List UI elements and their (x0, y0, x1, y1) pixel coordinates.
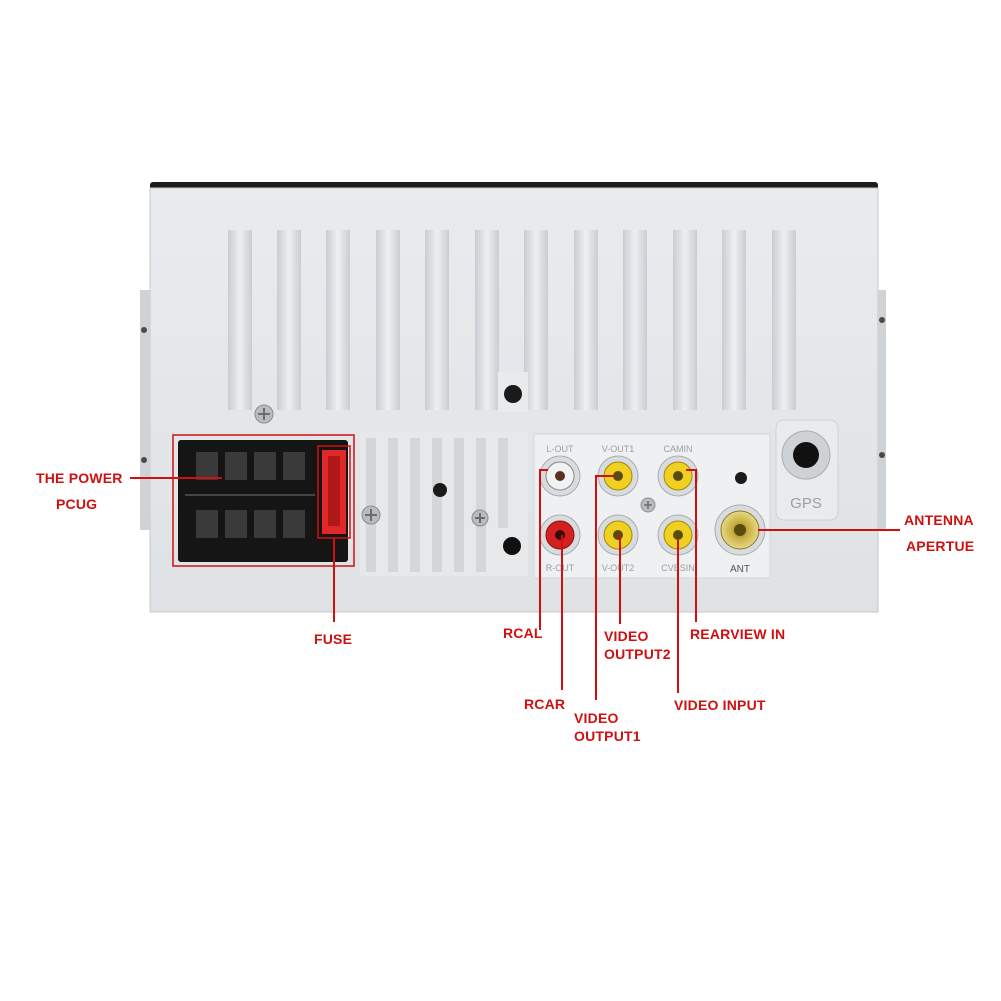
left-mount-edge (140, 290, 150, 530)
callout-power-plug: THE POWER (36, 470, 123, 486)
callout-lines (130, 469, 900, 700)
label-r-out: R-OUT (546, 563, 575, 573)
rca-l-out (539, 455, 581, 497)
callout-antenna: ANTENNA (904, 512, 974, 528)
line-rcal (539, 469, 548, 630)
line-video-output1 (595, 475, 614, 700)
heat-sink-fins (228, 230, 796, 410)
fuse (317, 445, 351, 539)
gps-socket: GPS (775, 419, 839, 521)
label-ant: ANT (730, 564, 750, 575)
middle-vent-section (360, 432, 528, 576)
rca-v-out1 (597, 455, 639, 497)
label-gps: GPS (790, 495, 822, 512)
callout-rcar: RCAR (524, 696, 566, 712)
rca-camin (657, 455, 699, 497)
right-mount-edge (878, 290, 886, 530)
callout-rcal: RCAL (503, 625, 543, 641)
center-mount-hole (504, 385, 522, 403)
rca-panel: L-OUT V-OUT1 CAMIN R-OUT V-OUT2 CVBSIN (533, 433, 771, 579)
label-l-out: L-OUT (547, 444, 575, 454)
rca-v-out2 (597, 514, 639, 556)
mic-hole (735, 472, 747, 484)
aux-jack (503, 537, 521, 555)
callout-video-input: VIDEO INPUT (674, 697, 766, 713)
callout-rearview-in: REARVIEW IN (690, 626, 786, 642)
label-v-out2: V-OUT2 (602, 563, 635, 573)
callout-video-output2: VIDEO OUTPUT2 (604, 628, 671, 662)
callout-power-plug-line2: PCUG (56, 496, 98, 512)
callout-fuse: FUSE (314, 631, 353, 647)
power-plug-connector (172, 434, 355, 567)
callout-antenna-line2: APERTUE (906, 538, 975, 554)
callout-video-output1: VIDEO OUTPUT1 (574, 710, 641, 744)
label-v-out1: V-OUT1 (602, 444, 635, 454)
rca-r-out (539, 514, 581, 556)
line-rearview-in (686, 469, 697, 622)
antenna-socket: ANT (714, 504, 766, 575)
label-camin: CAMIN (664, 444, 693, 454)
